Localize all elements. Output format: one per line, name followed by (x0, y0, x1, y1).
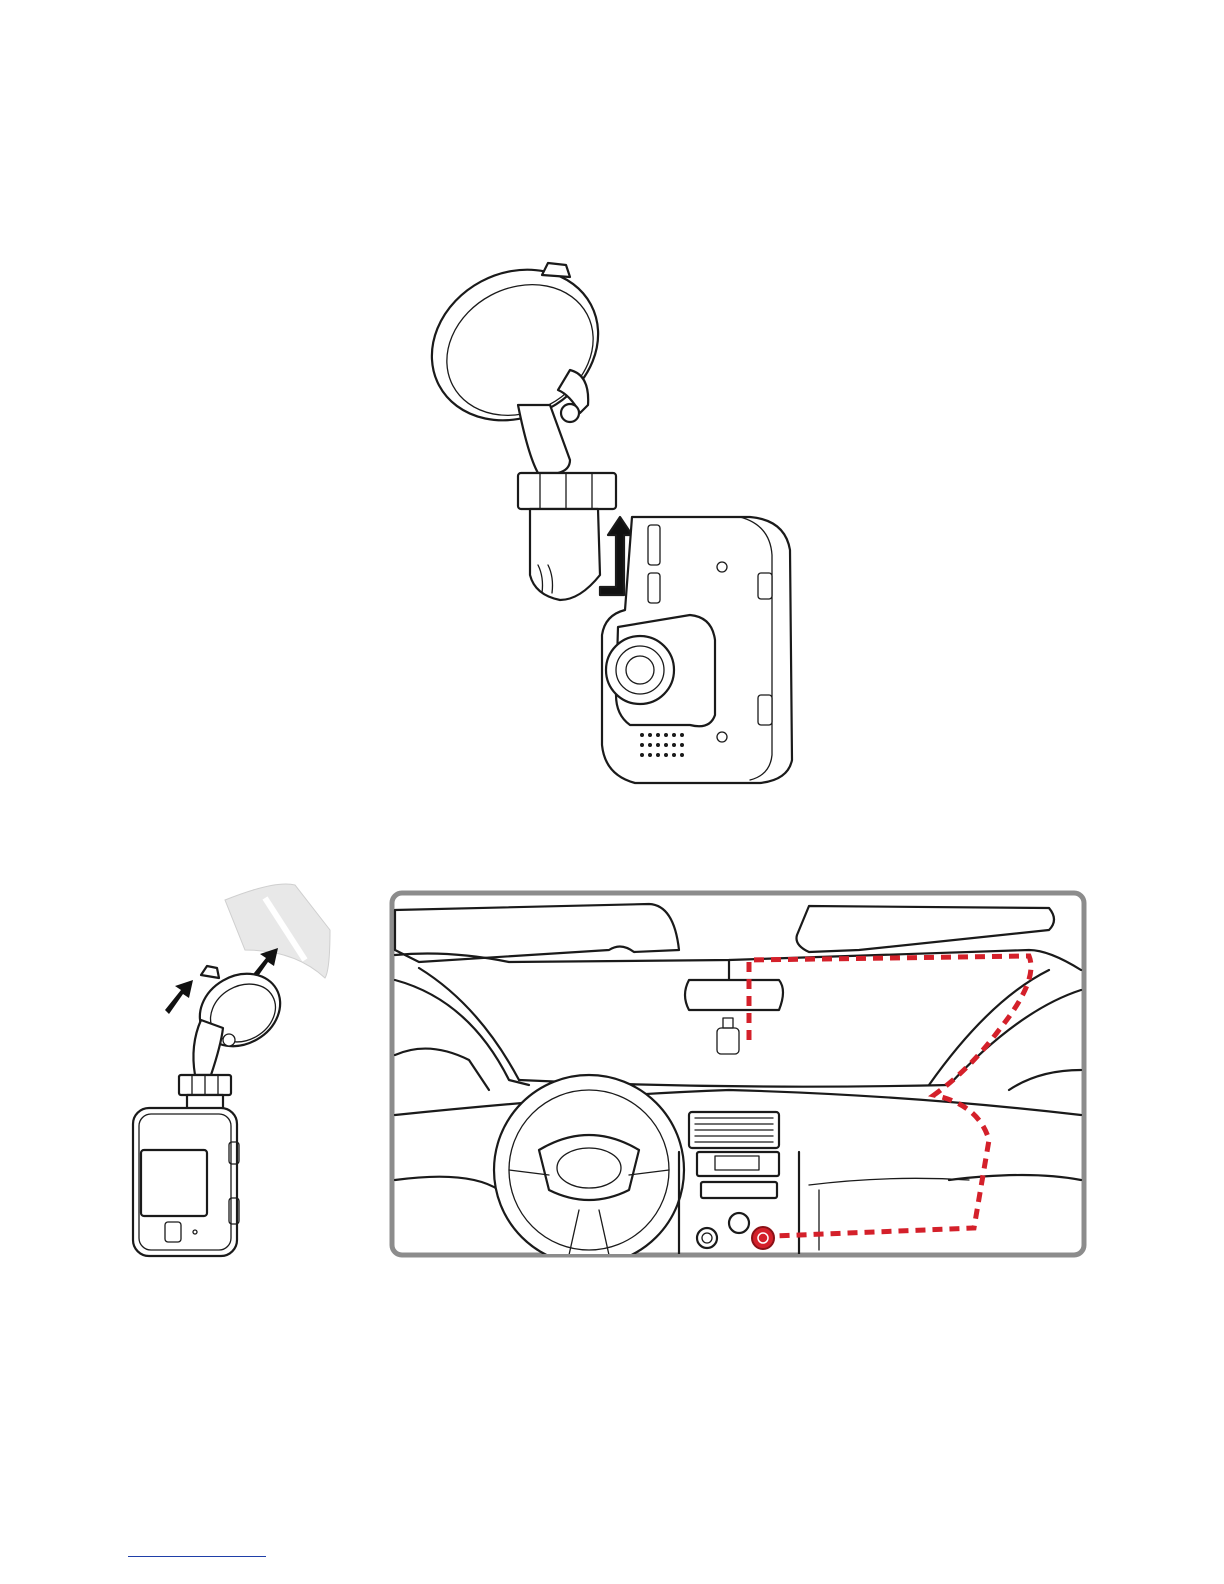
power-socket (752, 1227, 774, 1249)
mount-nut (518, 473, 616, 509)
dash-knob (697, 1228, 717, 1248)
mount-press-illustration (125, 870, 335, 1260)
mount-stem (530, 509, 600, 600)
windshield-glass (225, 884, 330, 978)
camera-attach-illustration (420, 255, 800, 790)
figure-mount-press (125, 870, 335, 1260)
footer-rule (128, 1556, 266, 1557)
mounted-camera (717, 1028, 739, 1054)
suction-tab (542, 263, 570, 277)
arrow-diagonal-icon (165, 980, 193, 1014)
figure-camera-attach (420, 255, 800, 790)
camera-screen (141, 1150, 207, 1216)
figure-cable-routing (389, 890, 1087, 1258)
rearview-mirror (685, 980, 783, 1010)
dash-knob (729, 1213, 749, 1233)
cable-routing-illustration (389, 890, 1087, 1258)
